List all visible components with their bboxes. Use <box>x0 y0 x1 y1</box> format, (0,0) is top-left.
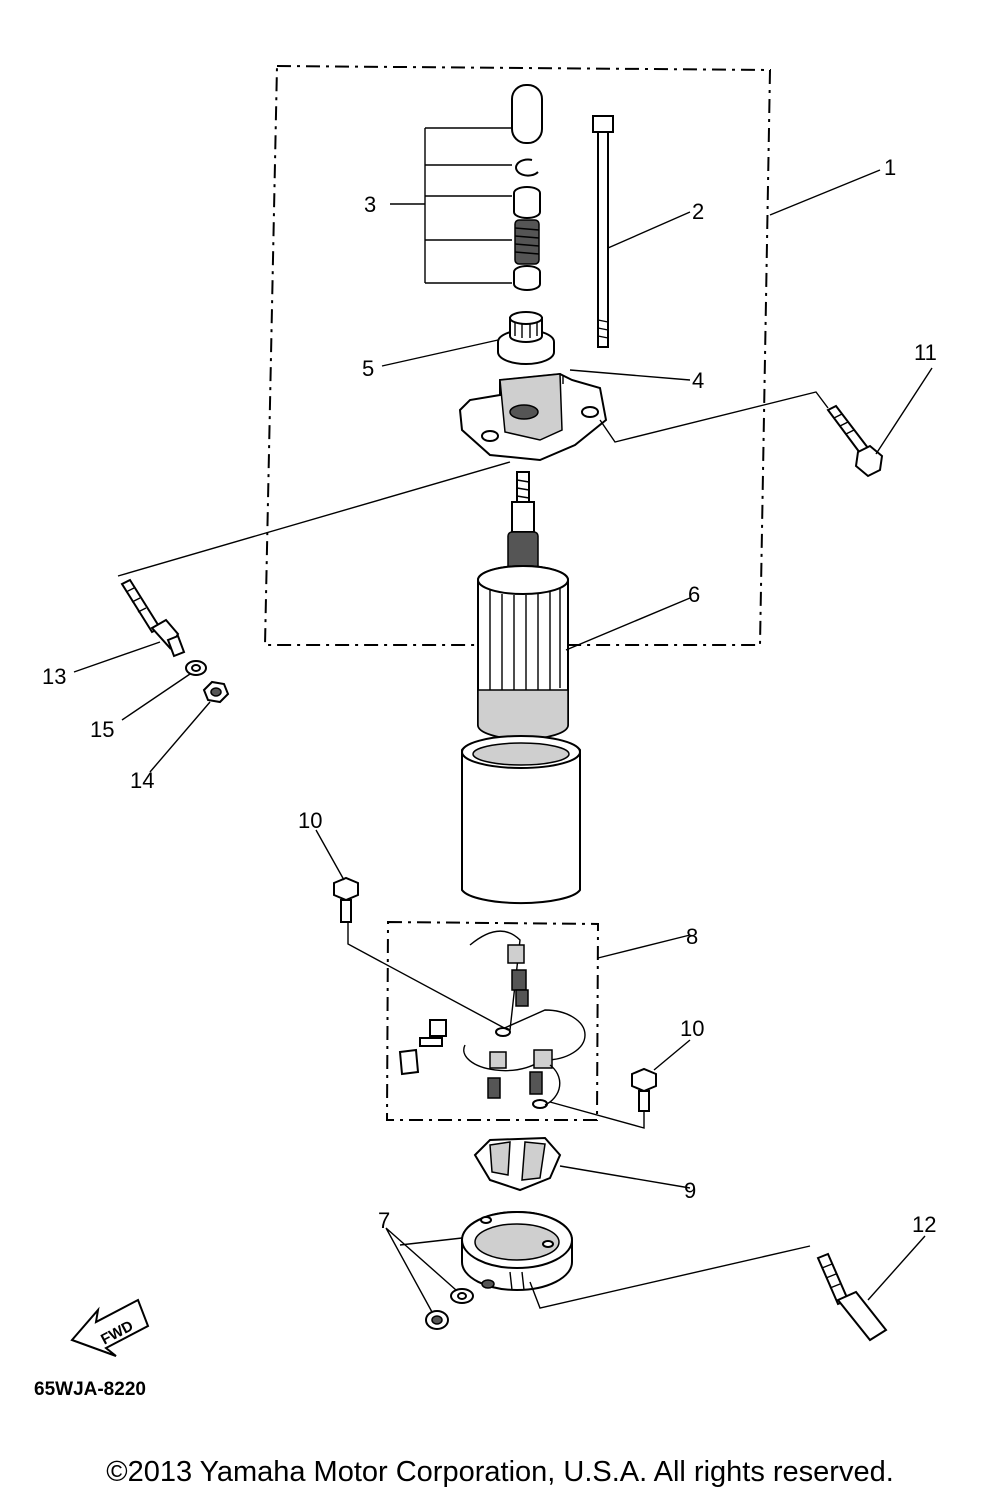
callout-7: 7 <box>378 1208 390 1233</box>
leader-1 <box>769 169 881 216</box>
part-7-washer-nut <box>385 1227 474 1330</box>
part-15-washer <box>121 660 207 721</box>
callout-11: 11 <box>914 340 937 365</box>
callout-6: 6 <box>688 582 700 607</box>
callout-8: 8 <box>686 924 698 949</box>
callout-12: 12 <box>912 1212 936 1237</box>
rear-bracket <box>461 1211 811 1309</box>
callout-15: 15 <box>90 717 114 742</box>
callout-5: 5 <box>362 356 374 381</box>
part-10-screw-right <box>549 1039 691 1129</box>
callout-2: 2 <box>692 199 704 224</box>
part-4-front-bracket <box>458 369 691 462</box>
part-10-screw-left <box>315 829 509 1031</box>
callout-10-left: 10 <box>298 808 322 833</box>
callout-1: 1 <box>884 155 896 180</box>
part-12-stud <box>816 1235 926 1342</box>
brush-holder-boundary <box>385 920 600 1121</box>
callout-10-right: 10 <box>680 1016 704 1041</box>
part-8-brush-holder <box>398 930 691 1109</box>
callout-9: 9 <box>684 1178 696 1203</box>
part-14-nut <box>149 680 230 773</box>
part-5-pinion <box>381 311 555 367</box>
part-11-bolt <box>599 367 933 478</box>
fwd-arrow-icon: FWD <box>70 1298 150 1357</box>
copyright-notice: ©2013 Yamaha Motor Corporation, U.S.A. A… <box>106 1456 894 1488</box>
callout-3: 3 <box>364 192 376 217</box>
callout-14: 14 <box>130 768 154 793</box>
part-9-plate <box>473 1136 691 1192</box>
part-2-through-bolt <box>592 115 691 348</box>
part-13-stud-bolt <box>73 461 511 673</box>
callout-4: 4 <box>692 368 704 393</box>
part-6-armature <box>477 471 691 740</box>
part-3-stopper-kit <box>390 84 543 291</box>
document-id: 65WJA-8220 <box>34 1379 146 1400</box>
callout-13: 13 <box>42 664 66 689</box>
yoke <box>461 735 581 905</box>
assembly-boundary <box>263 64 772 646</box>
